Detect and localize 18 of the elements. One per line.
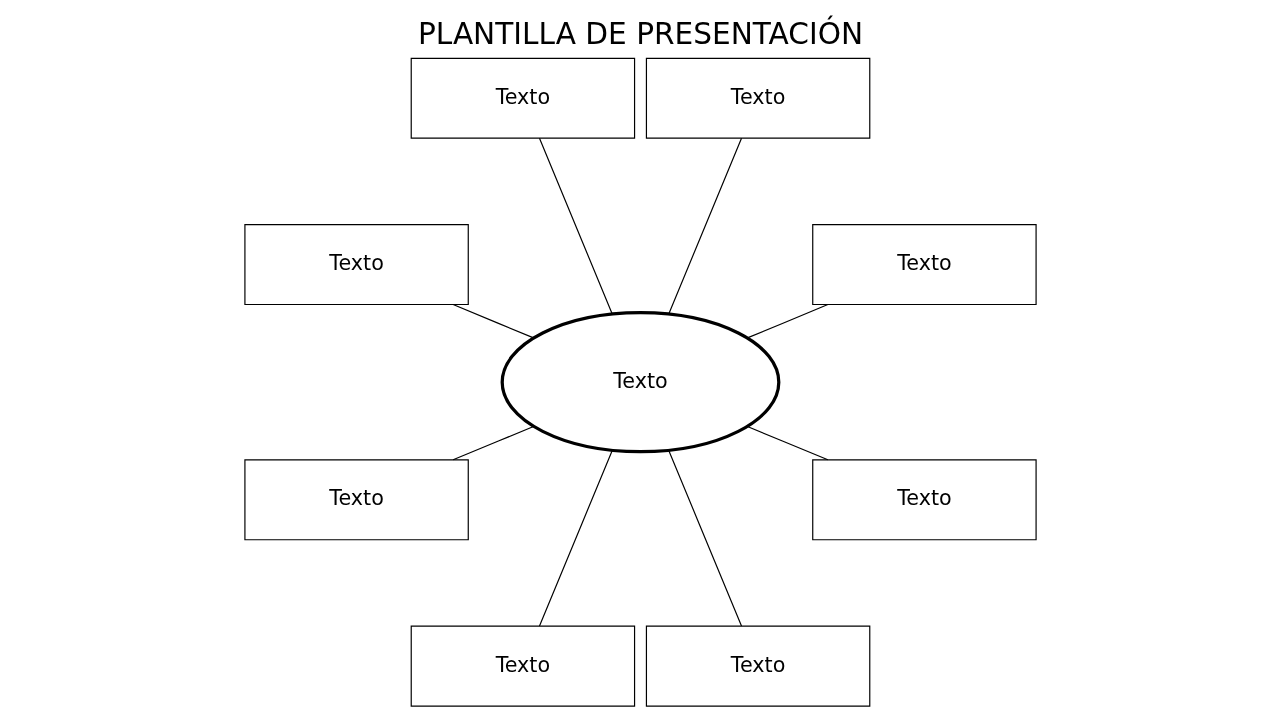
connector <box>667 137 742 315</box>
connector <box>746 425 828 461</box>
connector <box>667 450 742 627</box>
connector <box>452 425 534 461</box>
node-box: Texto <box>645 57 870 139</box>
diagram-title: PLANTILLA DE PRESENTACIÓN <box>417 16 863 51</box>
connector <box>746 304 828 339</box>
node-box: Texto <box>410 57 635 139</box>
node-box: Texto <box>243 224 469 306</box>
node-box: Texto <box>243 459 469 541</box>
connector <box>538 137 613 315</box>
node-box: Texto <box>811 459 1037 541</box>
node-box: Texto <box>811 224 1037 306</box>
node-box: Texto <box>645 625 870 707</box>
node-box: Texto <box>410 625 635 707</box>
connector <box>452 304 534 339</box>
node-ellipse: Texto <box>500 311 780 454</box>
connector <box>538 450 613 627</box>
